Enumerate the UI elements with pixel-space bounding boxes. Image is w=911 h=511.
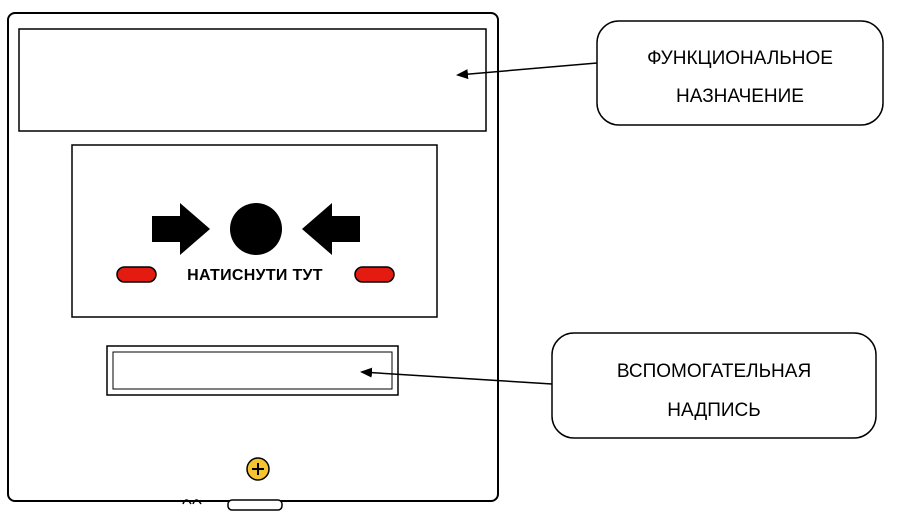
callout-functional-line1: ФУНКЦИОНАЛЬНОЕ bbox=[647, 48, 833, 69]
arrow-right-icon bbox=[152, 203, 210, 255]
button-label: НАТИСНУТИ ТУТ bbox=[187, 267, 323, 284]
callout-auxiliary-pointer bbox=[360, 367, 553, 385]
arrow-left-icon bbox=[302, 203, 360, 255]
callout-functional-pointer bbox=[456, 62, 598, 80]
auxiliary-label-window bbox=[106, 345, 399, 396]
callout-auxiliary-line1: ВСПОМОГАТЕЛЬНАЯ bbox=[617, 361, 811, 382]
indicator-light-left bbox=[116, 266, 157, 283]
callout-functional-line2: НАЗНАЧЕНИЕ bbox=[676, 86, 804, 107]
callout-auxiliary-box bbox=[551, 332, 877, 439]
bottom-hinge bbox=[182, 499, 283, 511]
callout-functional-box bbox=[596, 20, 884, 126]
functional-label-window bbox=[18, 28, 487, 132]
indicator-light-right bbox=[354, 266, 395, 283]
push-button[interactable] bbox=[230, 203, 282, 255]
screw-icon bbox=[246, 457, 270, 481]
callout-auxiliary-line2: НАДПИСЬ bbox=[667, 400, 760, 421]
